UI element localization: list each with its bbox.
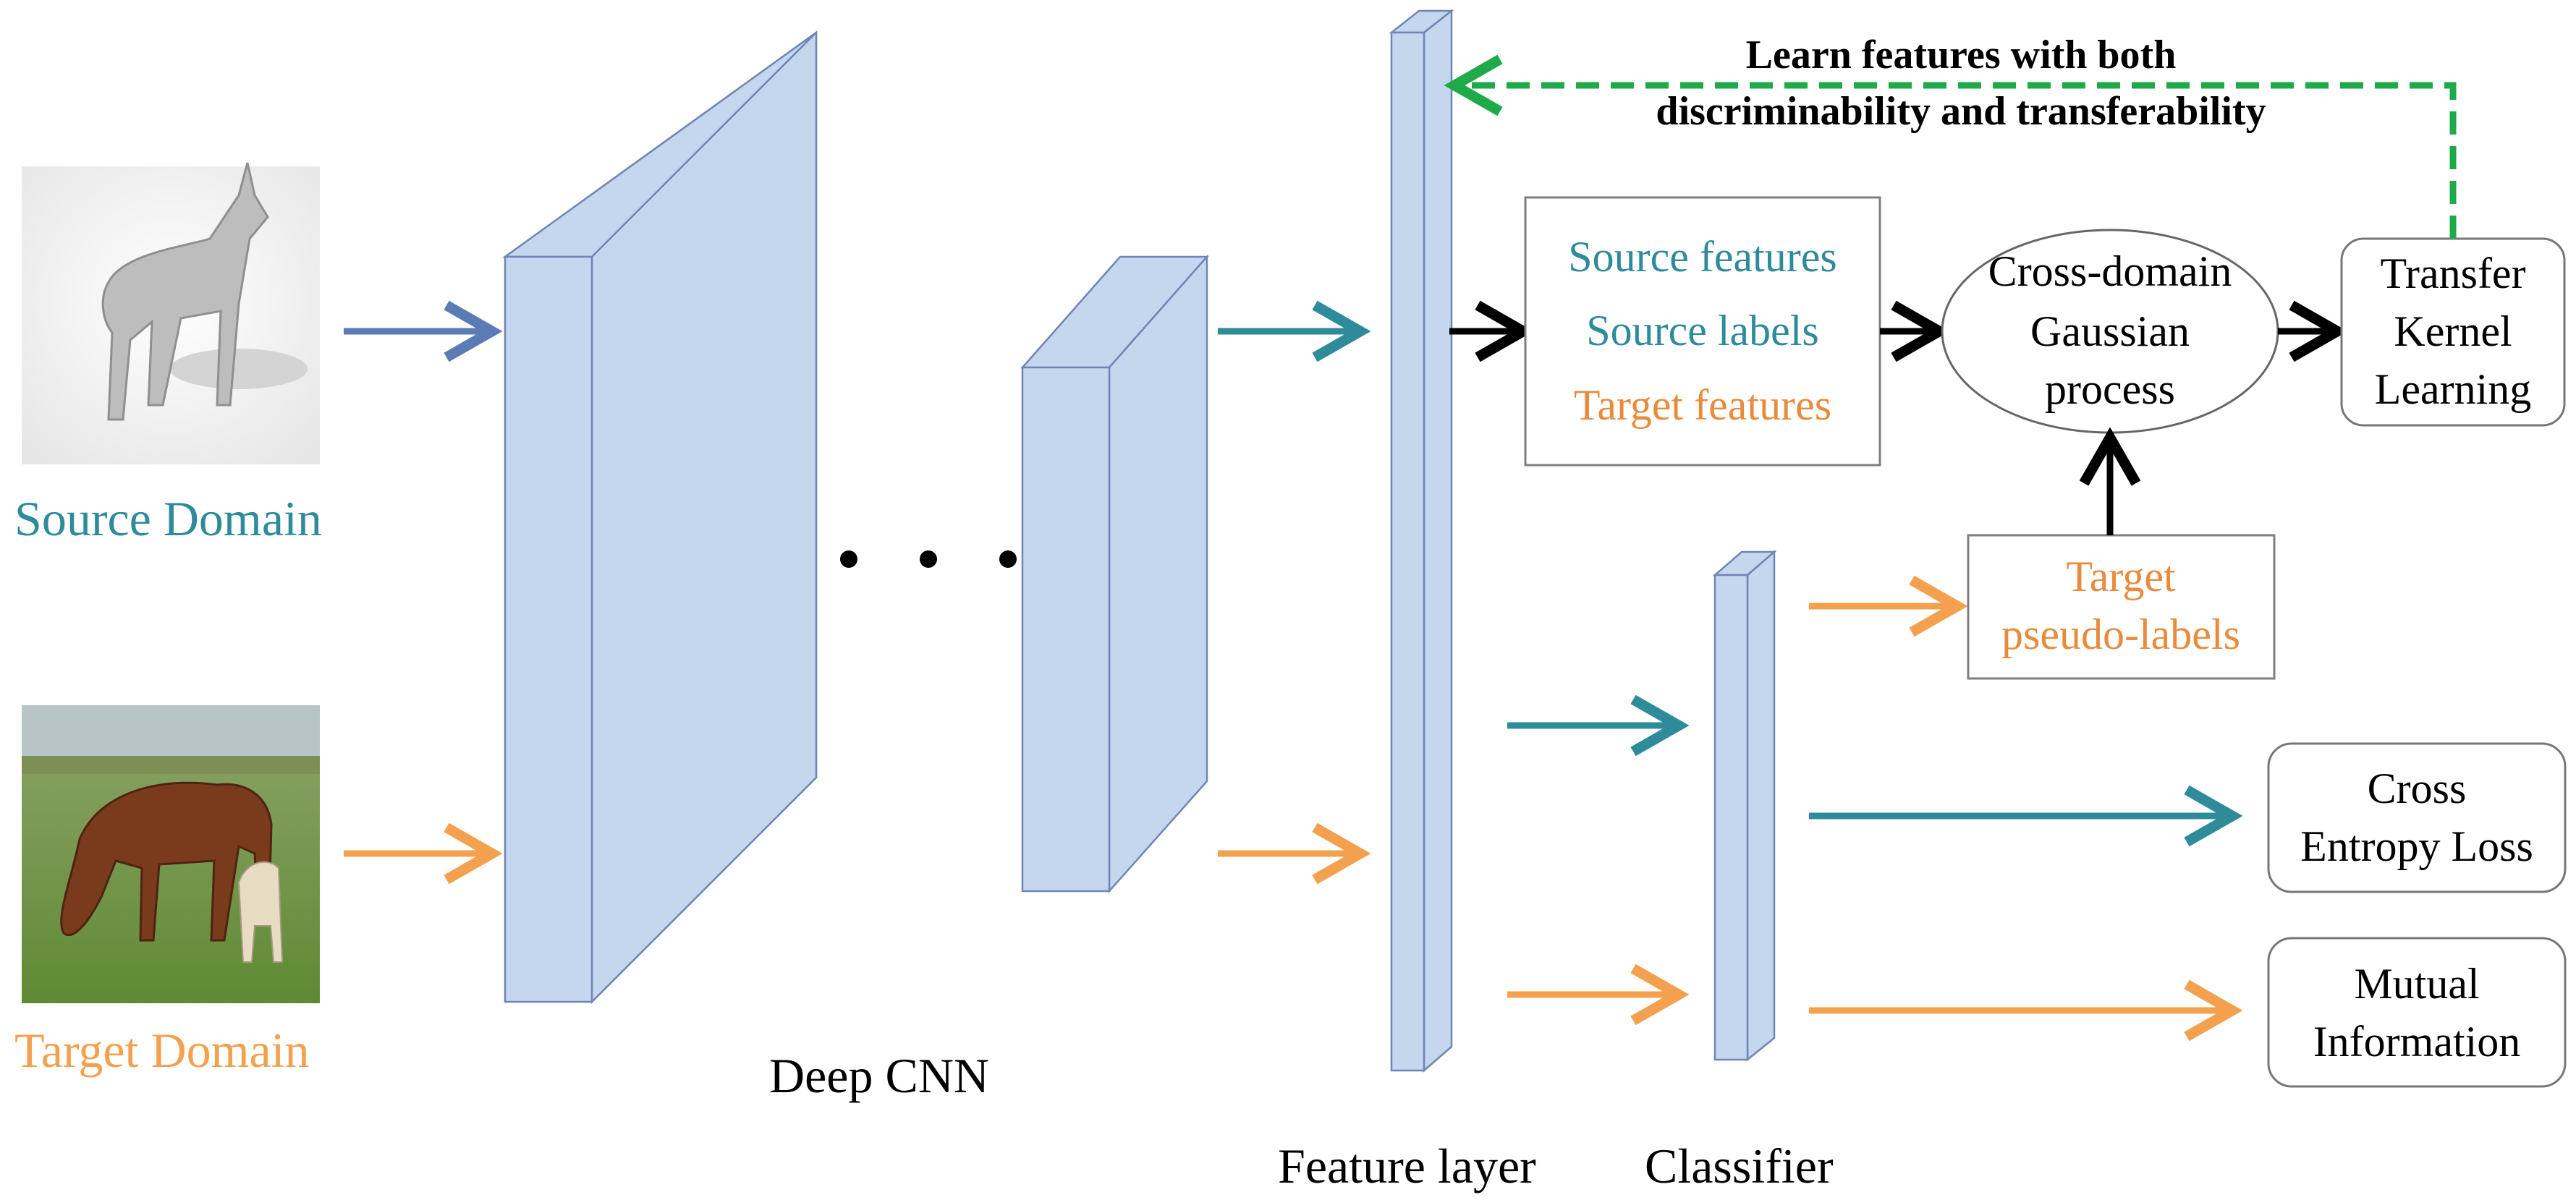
gp-text-line3: process	[2045, 365, 2175, 413]
source-labels-text: Source labels	[1586, 307, 1819, 354]
mi-text-line1: Mutual	[2354, 960, 2479, 1008]
ellipsis-dot	[999, 550, 1017, 568]
feature-layer-block	[1389, 9, 1454, 1073]
pseudo-text-line1: Target	[2066, 553, 2176, 600]
transfer-text-line3: Learning	[2375, 365, 2532, 413]
feedback-dashed-arrow	[1444, 54, 2457, 239]
transfer-text-line2: Kernel	[2394, 307, 2512, 355]
transfer-text-line1: Transfer	[2380, 250, 2525, 297]
feedback-text-line2: discriminability and transferability	[1656, 89, 2266, 134]
deep-cnn-label: Deep CNN	[769, 1048, 989, 1103]
cnn-block-small	[1020, 254, 1209, 894]
source-features-text: Source features	[1568, 233, 1836, 281]
ellipsis-dot	[840, 550, 857, 568]
cross-entropy-box	[2267, 742, 2567, 893]
target-features-text: Target features	[1574, 381, 1831, 429]
feedback-text-line1: Learn features with both	[1746, 33, 2177, 77]
feature-layer-label: Feature layer	[1278, 1139, 1536, 1193]
gp-text-line1: Cross-domain	[1988, 247, 2232, 295]
ellipsis-dot	[920, 550, 937, 568]
source-domain-label: Source Domain	[14, 491, 322, 546]
mi-text-line2: Information	[2313, 1018, 2521, 1065]
mutual-information-box	[2267, 937, 2567, 1088]
ce-text-line2: Entropy Loss	[2300, 822, 2533, 870]
classifier-block	[1712, 550, 1777, 1062]
classifier-label: Classifier	[1645, 1139, 1834, 1193]
ce-text-line1: Cross	[2368, 765, 2467, 812]
cnn-block-large	[502, 30, 818, 1005]
pseudo-text-line2: pseudo-labels	[2001, 610, 2240, 658]
target-domain-image	[22, 705, 320, 1003]
pseudo-labels-box	[1967, 534, 2276, 680]
features-box	[1524, 196, 1881, 467]
source-domain-image	[22, 162, 320, 464]
target-domain-label: Target Domain	[14, 1023, 310, 1078]
gp-text-line2: Gaussian	[2030, 307, 2190, 355]
